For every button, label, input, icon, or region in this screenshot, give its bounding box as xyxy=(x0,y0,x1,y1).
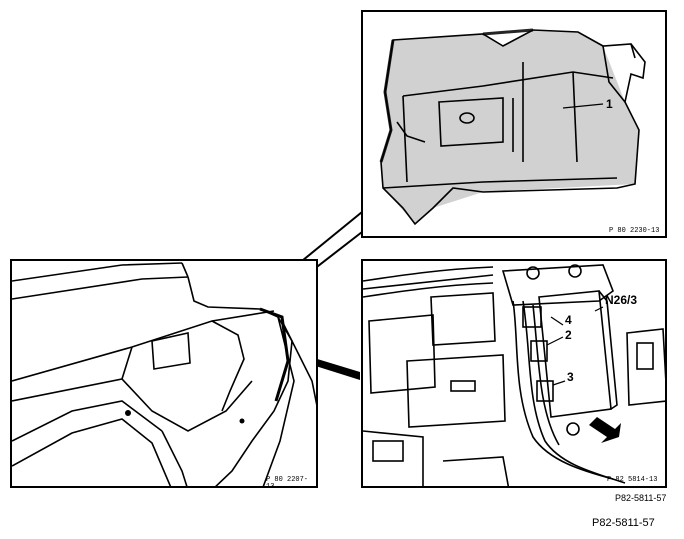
trunk-drawing xyxy=(12,262,316,486)
trim-panel-drawing xyxy=(379,28,646,226)
arrow-pointer xyxy=(589,417,621,443)
callout-3: 3 xyxy=(567,370,574,384)
component-label: N26/3 xyxy=(605,293,638,307)
panel-code: P 80 2230-13 xyxy=(609,227,660,235)
callout-1: 1 xyxy=(606,97,613,111)
panel-control-unit: N26/3 4 2 3 P 82 5814-13 xyxy=(361,259,667,488)
panel-trim-detail: 1 P 80 2230-13 xyxy=(361,10,667,238)
figure-reference: P82-5811-57 xyxy=(615,493,667,503)
control-unit-drawing xyxy=(363,264,665,486)
callout-2: 2 xyxy=(565,328,572,342)
panel-code: P 82 5814-13 xyxy=(607,476,658,484)
figure-reference-caption: P82-5811-57 xyxy=(592,517,655,529)
panel-trunk-overview: P 80 2207-13 xyxy=(10,259,318,488)
callout-4: 4 xyxy=(565,313,572,327)
panel-code: P 80 2207-13 xyxy=(266,476,309,488)
